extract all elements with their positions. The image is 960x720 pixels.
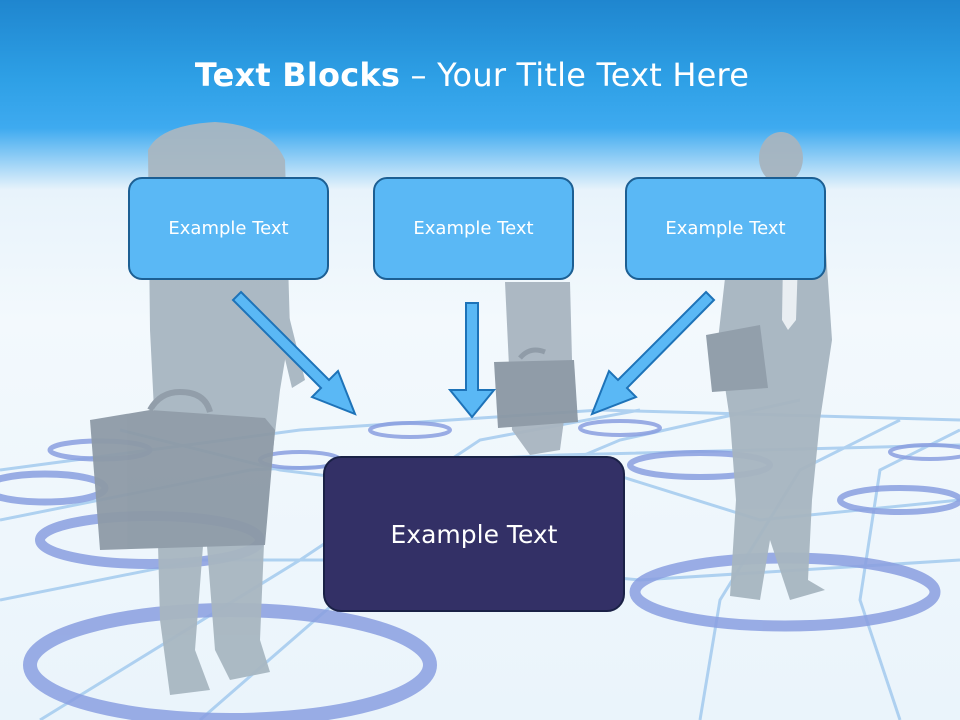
businessman-middle	[494, 282, 578, 455]
box-middle-label: Example Text	[413, 218, 534, 239]
box-right-label: Example Text	[665, 218, 786, 239]
box-bottom-label: Example Text	[390, 519, 558, 549]
example-text-box-left: Example Text	[128, 177, 329, 280]
businessman-right	[706, 132, 832, 601]
example-text-box-bottom: Example Text	[323, 456, 625, 612]
example-text-box-middle: Example Text	[373, 177, 574, 280]
box-left-label: Example Text	[168, 218, 289, 239]
example-text-box-right: Example Text	[625, 177, 826, 280]
slide-title: Text Blocks – Your Title Text Here	[0, 56, 944, 94]
title-dash: –	[400, 56, 438, 94]
title-bold: Text Blocks	[194, 56, 401, 94]
title-rest: Your Title Text Here	[437, 56, 750, 94]
